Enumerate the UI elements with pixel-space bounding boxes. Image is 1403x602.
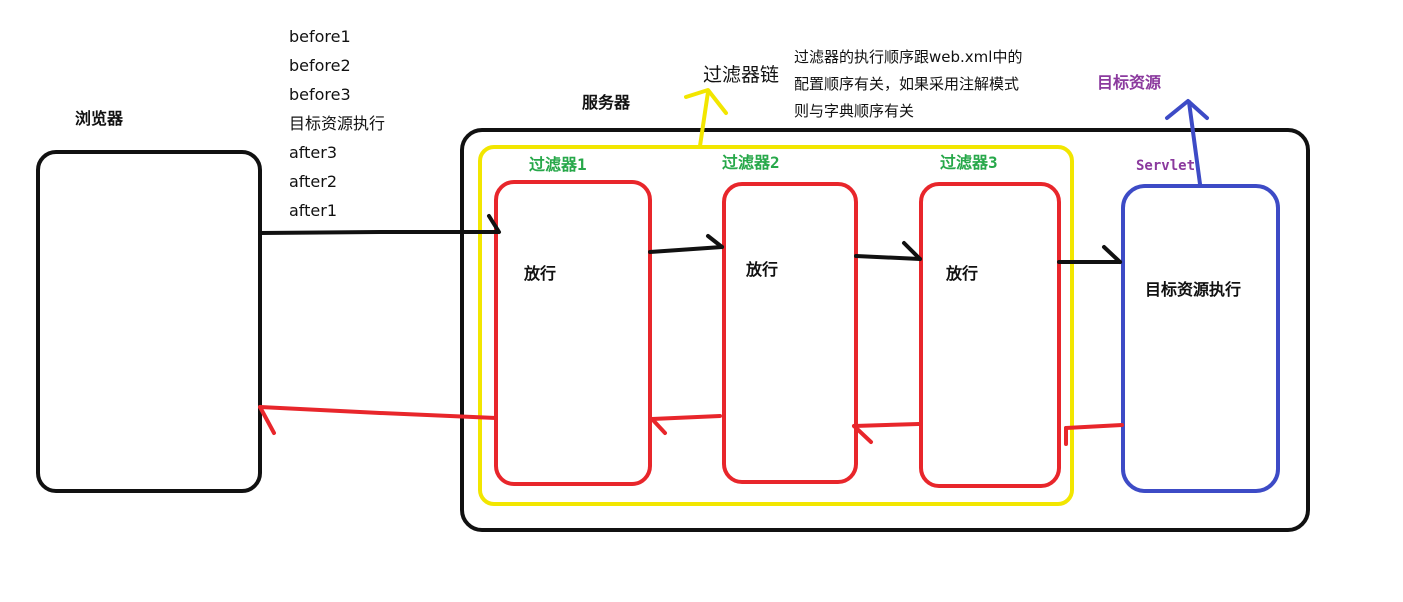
browser-label: 浏览器: [75, 109, 124, 128]
filter-2-action: 放行: [746, 260, 779, 279]
arrow-filter2-to-filter3: [854, 254, 922, 261]
filter-3-title: 过滤器3: [940, 153, 998, 172]
filter-chain-pointer: [684, 88, 728, 148]
arrow-filter3-to-filter2: [852, 422, 921, 428]
filter-2-box: [722, 182, 858, 484]
arrowhead-to-filter1: [650, 417, 667, 435]
execution-order-list: before1 before2 before3 目标资源执行 after3 af…: [289, 22, 385, 225]
servlet-box: [1121, 184, 1280, 493]
filter-order-note: 过滤器的执行顺序跟web.xml中的 配置顺序有关，如果采用注解模式 则与字典顺…: [794, 44, 1022, 125]
arrowhead-filter1: [487, 214, 501, 234]
execution-order-item: after3: [289, 143, 338, 162]
servlet-title: Servlet: [1136, 158, 1196, 174]
servlet-action: 目标资源执行: [1145, 280, 1242, 299]
execution-order-item: after1: [289, 201, 338, 220]
request-arrows: [258, 214, 1122, 264]
execution-order-item: before1: [289, 27, 351, 46]
target-resource-label: 目标资源: [1097, 73, 1162, 92]
filter-chain-box: [478, 145, 1074, 506]
arrow-filter2-to-filter1: [650, 414, 722, 421]
arrowhead-to-filter2: [852, 424, 873, 444]
arrow-filter1-to-filter2: [648, 245, 724, 254]
filter-3-action: 放行: [946, 264, 979, 283]
note-line: 配置顺序有关，如果采用注解模式: [794, 75, 1020, 93]
note-line: 过滤器的执行顺序跟web.xml中的: [794, 48, 1023, 66]
note-line: 则与字典顺序有关: [794, 102, 915, 120]
filter-3-box: [919, 182, 1061, 488]
browser-box: [36, 150, 262, 493]
filter-1-box: [494, 180, 652, 486]
filter-2-title: 过滤器2: [722, 153, 780, 172]
arrowhead-filter3: [902, 241, 922, 261]
arrowhead-to-browser: [258, 405, 276, 435]
arrowhead-filter2: [706, 234, 724, 249]
arrowhead-servlet: [1102, 245, 1122, 264]
filter-chain-label: 过滤器链: [703, 64, 780, 86]
filter-1-action: 放行: [524, 264, 557, 283]
response-arrows: [258, 405, 1124, 446]
target-resource-pointer: [1165, 99, 1209, 186]
filter-1-title: 过滤器1: [529, 155, 587, 174]
execution-order-item: after2: [289, 172, 338, 191]
arrow-servlet-to-filter3: [1064, 423, 1124, 430]
execution-order-item: before2: [289, 56, 351, 75]
server-label: 服务器: [582, 93, 631, 112]
execution-order-item: before3: [289, 85, 351, 104]
arrow-filter1-to-browser: [258, 405, 498, 420]
arrow-browser-to-filter1: [258, 230, 500, 235]
execution-order-item: 目标资源执行: [289, 114, 386, 133]
server-box: [460, 128, 1310, 532]
